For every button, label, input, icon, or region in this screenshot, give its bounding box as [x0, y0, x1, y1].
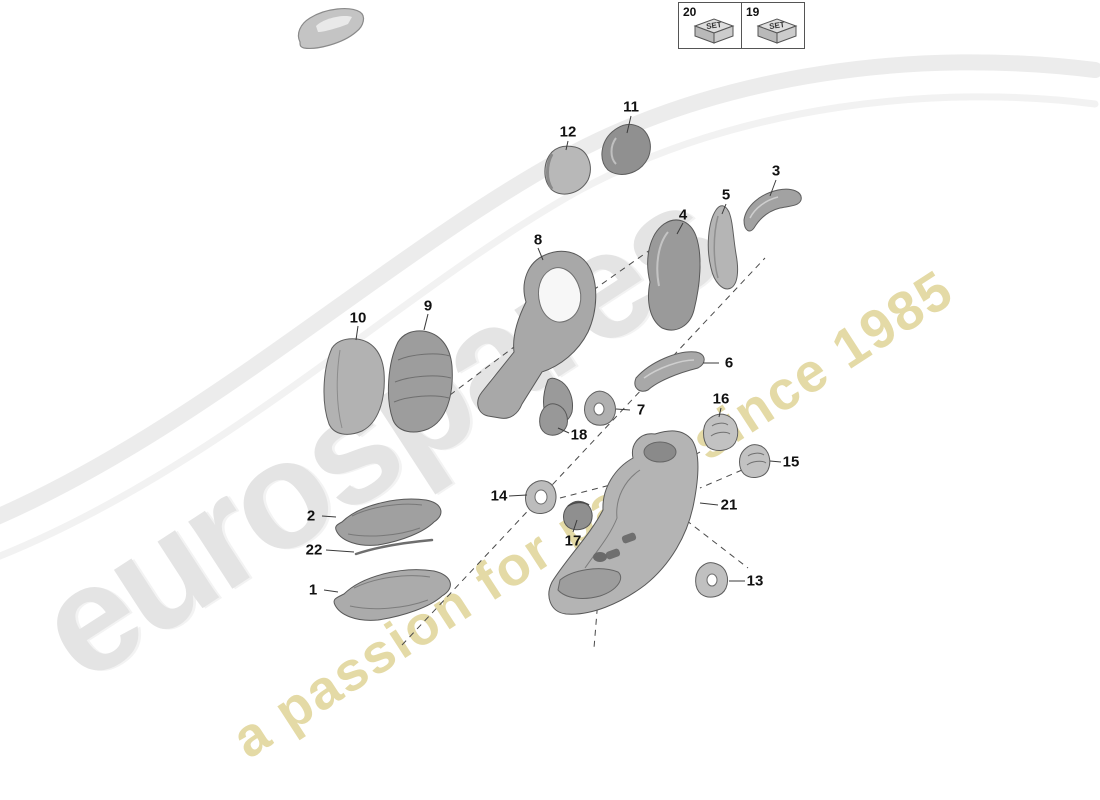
part-label-10[interactable]: 10 — [349, 309, 367, 327]
part-label-2[interactable]: 2 — [306, 507, 316, 525]
car-silhouette — [297, 8, 365, 49]
legend-item-19[interactable]: 19 SET — [741, 2, 805, 49]
part-label-13[interactable]: 13 — [746, 572, 764, 590]
part-shape-6 — [634, 351, 705, 392]
part-label-4[interactable]: 4 — [678, 206, 688, 224]
part-shape-5 — [707, 205, 739, 290]
part-label-9[interactable]: 9 — [423, 297, 433, 315]
part-shape-12 — [544, 145, 591, 195]
part-shape-16 — [703, 413, 739, 451]
part-shape-14 — [525, 480, 557, 514]
part-label-16[interactable]: 16 — [712, 390, 730, 408]
part-label-7[interactable]: 7 — [636, 401, 646, 419]
part-label-6[interactable]: 6 — [724, 354, 734, 372]
part-shape-7 — [584, 390, 616, 426]
leader-lines — [321, 115, 782, 593]
part-label-3[interactable]: 3 — [771, 162, 781, 180]
part-label-8[interactable]: 8 — [533, 231, 543, 249]
part-shape-18 — [539, 403, 568, 436]
part-label-1[interactable]: 1 — [308, 581, 318, 599]
part-shape-17 — [563, 500, 593, 531]
part-label-21[interactable]: 21 — [720, 496, 738, 514]
part-shape-11 — [601, 123, 651, 175]
part-label-12[interactable]: 12 — [559, 123, 577, 141]
part-shape-9 — [387, 330, 453, 433]
set-label: SET — [769, 20, 786, 31]
part-shape-13 — [695, 562, 729, 598]
legend-number-20: 20 — [683, 5, 697, 19]
part-label-18[interactable]: 18 — [570, 426, 588, 444]
part-label-15[interactable]: 15 — [782, 453, 800, 471]
set-label: SET — [706, 20, 723, 31]
legend-item-20[interactable]: 20 SET — [678, 2, 742, 49]
part-shape-22 — [354, 538, 434, 556]
part-label-5[interactable]: 5 — [721, 186, 731, 204]
part-shape-3 — [743, 188, 802, 232]
part-shape-15 — [739, 444, 771, 478]
part-label-17[interactable]: 17 — [564, 532, 582, 550]
part-shape-2 — [335, 498, 442, 546]
part-shape-1 — [333, 569, 451, 621]
part-label-11[interactable]: 11 — [623, 98, 639, 116]
set-box-icon: SET — [693, 18, 735, 44]
part-shape-8 — [477, 250, 597, 425]
part-label-14[interactable]: 14 — [490, 487, 508, 505]
legend: 20 SET 19 SET — [678, 2, 805, 49]
legend-number-19: 19 — [746, 5, 760, 19]
part-label-22[interactable]: 22 — [305, 541, 323, 559]
part-shape-10 — [323, 338, 385, 435]
part-shape-4 — [647, 219, 701, 331]
set-box-icon: SET — [756, 18, 798, 44]
part-shape-21 — [548, 430, 699, 615]
